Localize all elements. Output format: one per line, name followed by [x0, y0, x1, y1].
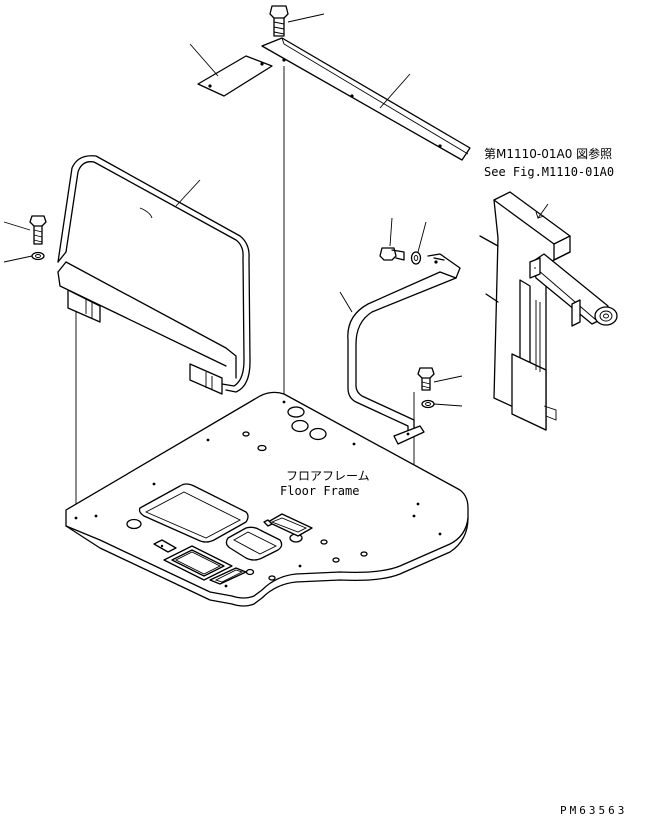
- long-bracket: [261, 37, 471, 161]
- left-washer: [3, 251, 45, 263]
- floor-frame-label-en: Floor Frame: [280, 484, 359, 498]
- stay-bar: [339, 253, 461, 445]
- top-bolt: [269, 5, 325, 37]
- floor-frame: [65, 391, 469, 607]
- mid-bolt: [379, 217, 405, 261]
- lower-washer: [421, 399, 463, 409]
- guard-frame: [57, 155, 251, 395]
- lower-bolt: [417, 367, 463, 391]
- left-bolt: [3, 215, 47, 245]
- see-ref-label-en: See Fig.M1110-01A0: [484, 165, 614, 179]
- short-bracket: [189, 43, 273, 97]
- mid-washer: [410, 221, 427, 265]
- drawing-code: PM63563: [560, 804, 627, 817]
- console-box: [479, 191, 618, 431]
- floor-frame-label-jp: フロアフレーム: [286, 469, 370, 483]
- see-ref-label-jp: 第M1110-01A0 図参照: [484, 146, 612, 161]
